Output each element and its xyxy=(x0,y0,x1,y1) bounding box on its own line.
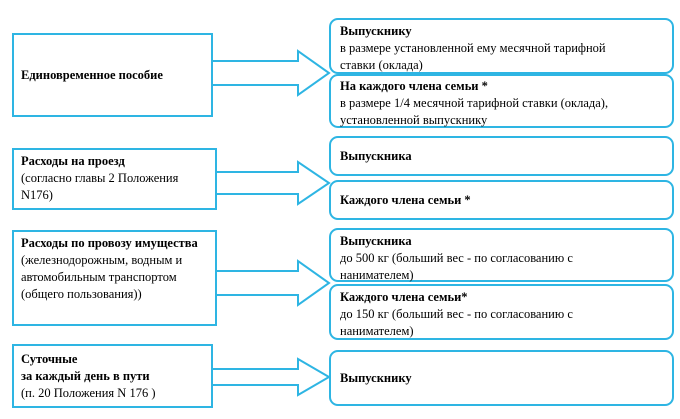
family-member-property-title: Каждого члена семьи* xyxy=(340,290,468,304)
arrow-daily xyxy=(211,357,331,397)
lump-sum-title: Единовременное пособие xyxy=(21,67,163,82)
graduate-travel-title: Выпускника xyxy=(340,148,412,163)
graduate-lump-sum-line-2: ставки (оклада) xyxy=(340,58,423,72)
property-line-1: (железнодорожным, водным и xyxy=(21,253,183,267)
family-member-property-line-2: нанимателем) xyxy=(340,324,414,338)
property-title: Расходы по провозу имущества xyxy=(21,236,198,250)
family-member-lump-sum-box: На каждого члена семьи * в размере 1/4 м… xyxy=(329,74,674,128)
daily-line-2: (п. 20 Положения N 176 ) xyxy=(21,386,156,400)
property-transport-box: Расходы по провозу имущества (железнодор… xyxy=(12,230,217,326)
graduate-lump-sum-title: Выпускнику xyxy=(340,24,412,38)
family-member-travel-title: Каждого члена семьи * xyxy=(340,192,471,207)
family-member-travel-box: Каждого члена семьи * xyxy=(329,180,674,220)
arrow-lump-sum xyxy=(211,49,331,97)
family-member-property-line-1: до 150 кг (больший вес - по согласованию… xyxy=(340,307,573,321)
graduate-property-line-1: до 500 кг (больший вес - по согласованию… xyxy=(340,251,573,265)
family-member-lump-sum-title: На каждого члена семьи * xyxy=(340,79,488,93)
graduate-property-box: Выпускника до 500 кг (больший вес - по с… xyxy=(329,228,674,282)
daily-line-1: за каждый день в пути xyxy=(21,369,150,383)
daily-title: Суточные xyxy=(21,352,78,366)
travel-line-1: (согласно главы 2 Положения xyxy=(21,171,179,185)
lump-sum-allowance-box: Единовременное пособие xyxy=(12,33,213,117)
property-line-2: автомобильным транспортом xyxy=(21,270,177,284)
graduate-property-line-2: нанимателем) xyxy=(340,268,414,282)
travel-line-2: N176) xyxy=(21,188,53,202)
travel-expenses-box: Расходы на проезд (согласно главы 2 Поло… xyxy=(12,148,217,210)
daily-allowance-box: Суточные за каждый день в пути (п. 20 По… xyxy=(12,344,213,408)
graduate-travel-box: Выпускника xyxy=(329,136,674,176)
graduate-daily-box: Выпускнику xyxy=(329,350,674,406)
property-line-3: (общего пользования)) xyxy=(21,287,142,301)
graduate-daily-title: Выпускнику xyxy=(340,370,412,385)
family-member-property-box: Каждого члена семьи* до 150 кг (больший … xyxy=(329,284,674,340)
family-member-lump-sum-line-2: установленной выпускнику xyxy=(340,113,488,127)
family-member-lump-sum-line-1: в размере 1/4 месячной тарифной ставки (… xyxy=(340,96,609,110)
arrow-travel xyxy=(215,160,331,206)
graduate-lump-sum-line-1: в размере установленной ему месячной тар… xyxy=(340,41,606,55)
travel-title: Расходы на проезд xyxy=(21,154,125,168)
graduate-property-title: Выпускника xyxy=(340,234,412,248)
arrow-property xyxy=(215,259,331,307)
graduate-lump-sum-box: Выпускнику в размере установленной ему м… xyxy=(329,18,674,74)
